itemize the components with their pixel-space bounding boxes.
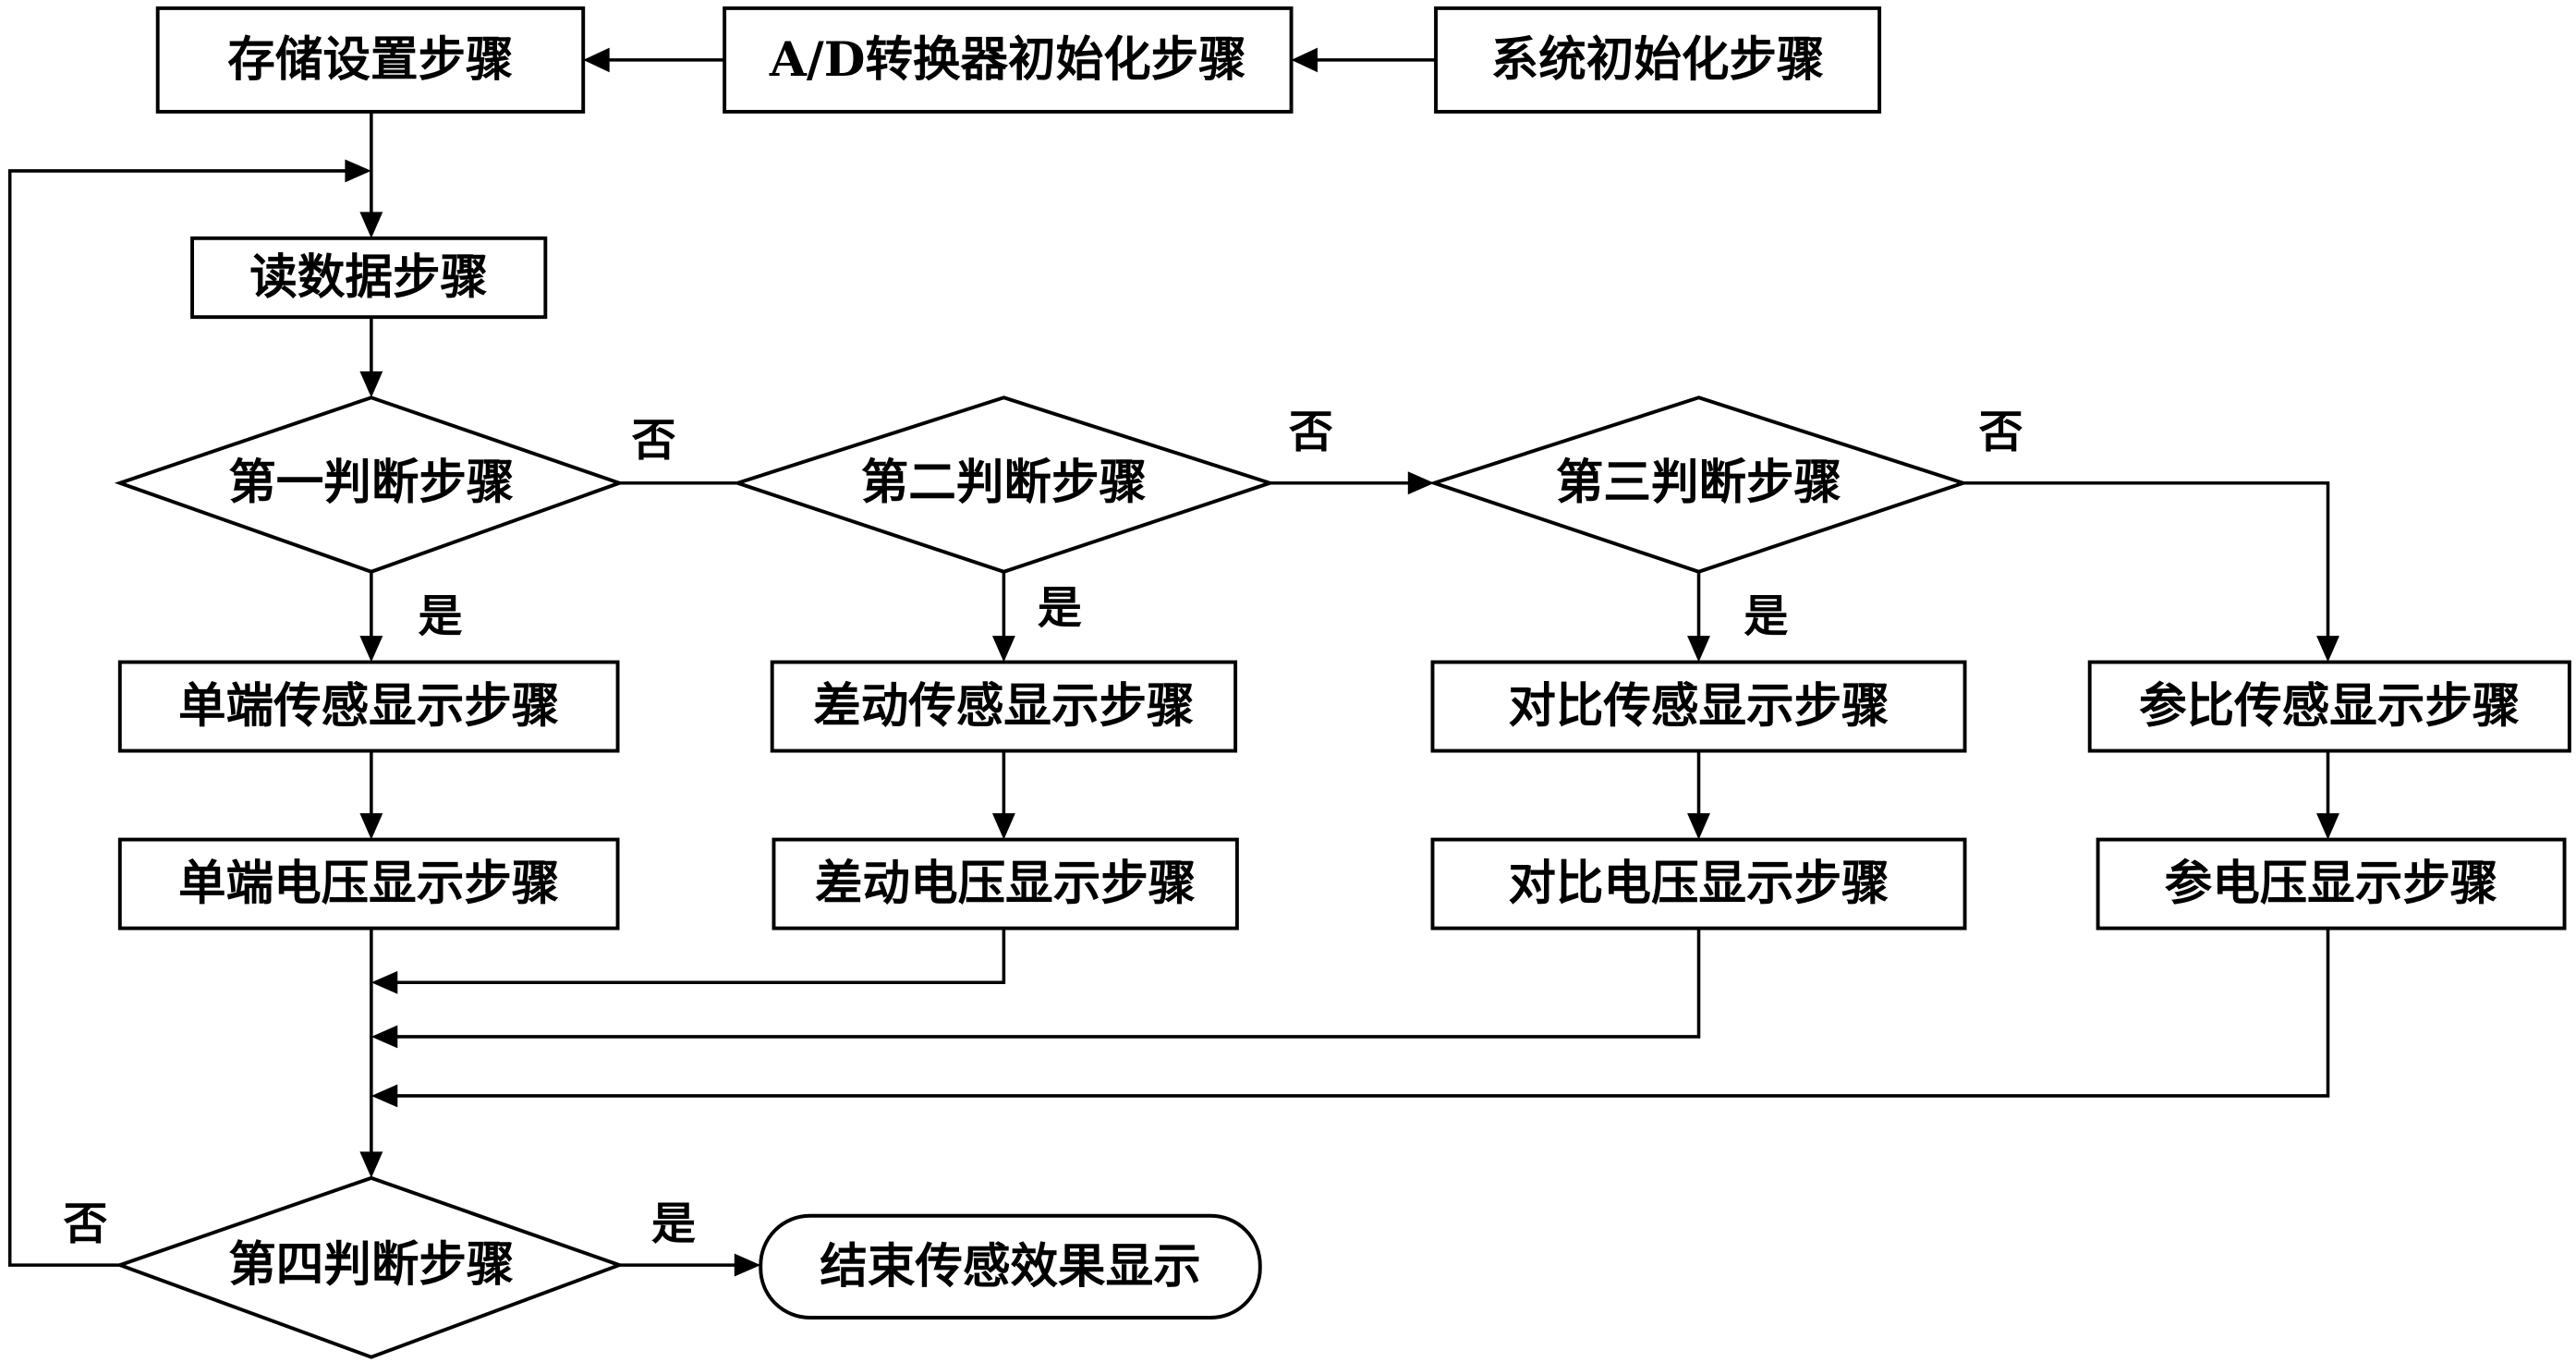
node-compare-voltage: 对比电压显示步骤 [1430, 837, 1967, 930]
arrow-down-icon [991, 636, 1015, 663]
process-box [1430, 837, 1967, 930]
node-judge2: 第二判断步骤 [732, 395, 1276, 574]
node-label: 存储设置步骤 [227, 32, 513, 88]
node-label: 第三判断步骤 [1556, 456, 1841, 511]
node-label: 第一判断步骤 [228, 456, 514, 511]
edge-label-yes: 是 [1744, 590, 1788, 642]
arrow-down-icon [359, 636, 383, 663]
arrow-right-icon [1407, 471, 1435, 495]
edge-compare-voltage-merge [371, 928, 1701, 1049]
process-box [117, 660, 620, 753]
arrow-right-icon [734, 1253, 761, 1277]
arrow-down-icon [359, 212, 383, 238]
node-label: 系统初始化步骤 [1491, 32, 1825, 88]
node-label: 第四判断步骤 [228, 1237, 514, 1293]
node-judge1: 第一判断步骤 [114, 395, 626, 574]
node-judge3: 第三判断步骤 [1428, 395, 1970, 574]
process-box [1434, 6, 1882, 114]
decision-diamond [114, 1175, 626, 1359]
node-system-init: 系统初始化步骤 [1434, 6, 1882, 114]
process-box [155, 6, 586, 114]
edge-single-sensor-to-voltage [359, 750, 383, 840]
arrow-down-icon [359, 371, 383, 398]
process-box [117, 837, 620, 930]
node-single-voltage: 单端电压显示步骤 [117, 837, 620, 930]
node-label: 结束传感效果显示 [820, 1239, 1200, 1295]
process-box [2096, 837, 2567, 930]
edge-label-yes: 是 [651, 1198, 696, 1250]
process-box [2087, 660, 2571, 753]
edge-judge3-to-ref-sensor: 否 [1962, 407, 2339, 663]
arrow-left-icon [1291, 47, 1318, 73]
edge-label-yes: 是 [1038, 582, 1082, 634]
node-label: 对比传感显示步骤 [1508, 679, 1889, 735]
process-box [723, 6, 1294, 114]
node-label: A/D转换器初始化步骤 [769, 32, 1246, 88]
edge-label-no: 否 [632, 415, 676, 467]
node-label: 第二判断步骤 [861, 456, 1147, 511]
node-diff-sensor: 差动传感显示步骤 [770, 660, 1238, 753]
node-storage-setup: 存储设置步骤 [155, 6, 586, 114]
edge-judge2-to-diff-sensor: 是 [991, 571, 1082, 663]
arrow-left-icon [371, 1025, 398, 1049]
node-judge4: 第四判断步骤 [114, 1175, 626, 1359]
connector-line [394, 928, 1006, 985]
edge-judge2-to-judge3: 否 [1270, 407, 1435, 495]
node-ref-voltage: 参电压显示步骤 [2096, 837, 2567, 930]
edge-judge4-loop-to-read: 否 [7, 159, 371, 1267]
arrow-left-icon [371, 1084, 398, 1108]
edge-judge1-to-single-sensor: 是 [359, 571, 463, 663]
connector-line [7, 169, 348, 1267]
node-ad-init: A/D转换器初始化步骤 [723, 6, 1294, 114]
node-label: 参电压显示步骤 [2165, 857, 2498, 912]
node-label: 单端传感显示步骤 [178, 679, 559, 735]
arrow-down-icon [2316, 813, 2339, 840]
node-label: 对比电压显示步骤 [1508, 857, 1889, 912]
node-label: 读数据步骤 [249, 249, 488, 305]
process-box [772, 837, 1239, 930]
arrow-down-icon [359, 1151, 383, 1178]
edge-judge4-to-end: 是 [619, 1198, 761, 1277]
arrow-down-icon [359, 813, 383, 840]
arrow-left-icon [583, 47, 610, 73]
edge-system-to-ad [1291, 47, 1437, 73]
node-single-sensor: 单端传感显示步骤 [117, 660, 620, 753]
edge-label-no: 否 [1979, 407, 2023, 458]
edge-ref-voltage-merge [371, 928, 2330, 1108]
arrow-down-icon [991, 813, 1015, 840]
arrow-right-icon [345, 159, 371, 183]
node-label: 单端电压显示步骤 [178, 857, 559, 912]
edge-ref-sensor-to-voltage [2316, 750, 2339, 840]
edge-single-voltage-to-judge4 [359, 928, 383, 1178]
edge-diff-sensor-to-voltage [991, 750, 1015, 840]
arrow-down-icon [1687, 813, 1710, 840]
node-compare-sensor: 对比传感显示步骤 [1430, 660, 1967, 753]
edge-read-to-judge1 [359, 317, 383, 398]
arrow-left-icon [371, 970, 398, 994]
edge-label-no: 否 [1289, 407, 1333, 458]
edge-judge1-to-judge2: 否 [619, 415, 738, 485]
connector-line [1962, 480, 2330, 639]
arrow-down-icon [1687, 636, 1710, 663]
node-label: 差动传感显示步骤 [813, 679, 1194, 735]
edge-judge3-to-compare-sensor: 是 [1687, 571, 1788, 663]
edge-storage-to-read [359, 111, 383, 238]
process-box [190, 236, 548, 320]
node-end: 结束传感效果显示 [759, 1213, 1262, 1319]
connector-line [394, 928, 1701, 1039]
node-diff-voltage: 差动电压显示步骤 [772, 837, 1239, 930]
edge-label-no: 否 [63, 1198, 107, 1250]
edge-diff-voltage-merge [371, 928, 1006, 994]
node-read-data: 读数据步骤 [190, 236, 548, 320]
edge-ad-to-storage [583, 47, 725, 73]
connector-line [394, 928, 2330, 1098]
node-label: 参比传感显示步骤 [2139, 679, 2520, 735]
terminal-box [759, 1213, 1262, 1319]
node-ref-sensor: 参比传感显示步骤 [2087, 660, 2571, 753]
edge-compare-sensor-to-voltage [1687, 750, 1710, 840]
edge-label-yes: 是 [419, 590, 463, 642]
arrow-down-icon [2316, 636, 2339, 663]
node-label: 差动电压显示步骤 [815, 857, 1196, 912]
